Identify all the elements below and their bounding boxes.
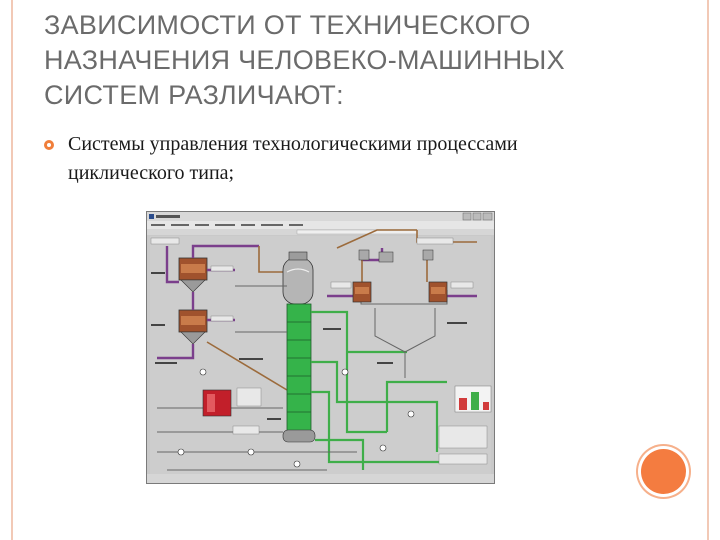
bullet-circle-icon (44, 140, 54, 150)
scada-process-screenshot (146, 211, 495, 484)
bullet-text: Системы управления технологическими проц… (68, 133, 518, 184)
slide-title: ЗАВИСИМОСТИ ОТ ТЕХНИЧЕСКОГО НАЗНАЧЕНИЯ Ч… (44, 10, 565, 110)
decorative-orange-circle-icon (641, 449, 686, 494)
slide-frame (11, 0, 709, 540)
